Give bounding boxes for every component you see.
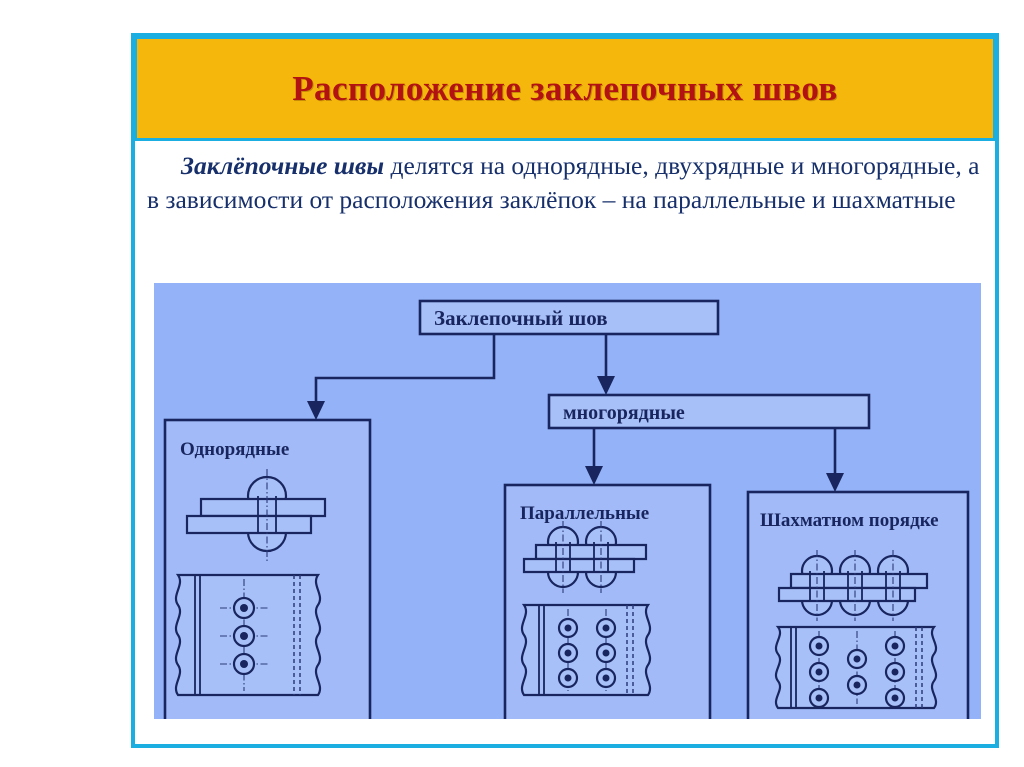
plan-plate-outline [520,603,652,697]
arrow-head-single-row [307,401,325,420]
rivet-column-3 [884,635,906,709]
slide-title-bar: Расположение заклепочных швов [134,36,996,141]
upper-plate [789,572,929,590]
lower-plate [185,514,313,535]
multirow-box [547,393,871,430]
parallel-panel-label: Параллельные [520,503,649,524]
staggered-section-view [777,550,929,621]
single-row-section-view [185,469,327,561]
slide-frame: Расположение заклепочных швов Заклёпочны… [131,33,999,748]
root-box [418,299,720,336]
parallel-plan-view [520,603,652,697]
rivet-column-2-offset [846,648,868,696]
arrow-head-multirow [597,376,615,395]
root-box-label: Заклепочный шов [434,306,608,330]
diagram-node-multirow: многорядные [547,393,871,430]
multirow-box-label: многорядные [563,402,685,424]
body-lead-term: Заклёпочные швы [181,151,385,180]
diagram-panel-staggered: Шахматном порядке [746,490,970,719]
arrow-head-staggered [826,473,844,492]
staggered-plan-view [774,625,938,710]
staggered-panel-label: Шахматном порядке [760,510,939,531]
diagram-panel-parallel: Параллельные [503,483,712,719]
rivet-column-1 [220,596,268,676]
connector-multirow-to-parallel [585,428,603,485]
diagram-panel-single-row: Однорядные [163,418,372,719]
diagram-canvas: Заклепочный шов многорядные [163,299,970,719]
single-row-panel-label: Однорядные [180,439,289,460]
rivet-column-1 [808,635,830,709]
lower-plate [777,586,917,603]
slide-body-paragraph: Заклёпочные швы делятся на однорядные, д… [147,149,985,218]
upper-plate [534,543,648,561]
connector-multirow-to-staggered [826,428,844,492]
diagram-node-root: Заклепочный шов [418,299,720,336]
page-title: Расположение заклепочных швов [292,68,838,108]
connector-root-to-multirow [597,334,615,395]
connector-root-to-single-row [307,334,496,420]
lower-plate [522,557,636,574]
parallel-section-view [522,521,648,593]
rivet-seam-classification-diagram: Заклепочный шов многорядные [154,283,981,719]
rivet-column-2 [595,617,617,689]
body-rest-text: делятся на однорядные, двухрядные и мног… [147,151,980,215]
arrow-head-parallel [585,466,603,485]
rivet-column-1 [557,617,579,689]
upper-plate [199,497,327,518]
single-row-plan-view [174,573,322,697]
